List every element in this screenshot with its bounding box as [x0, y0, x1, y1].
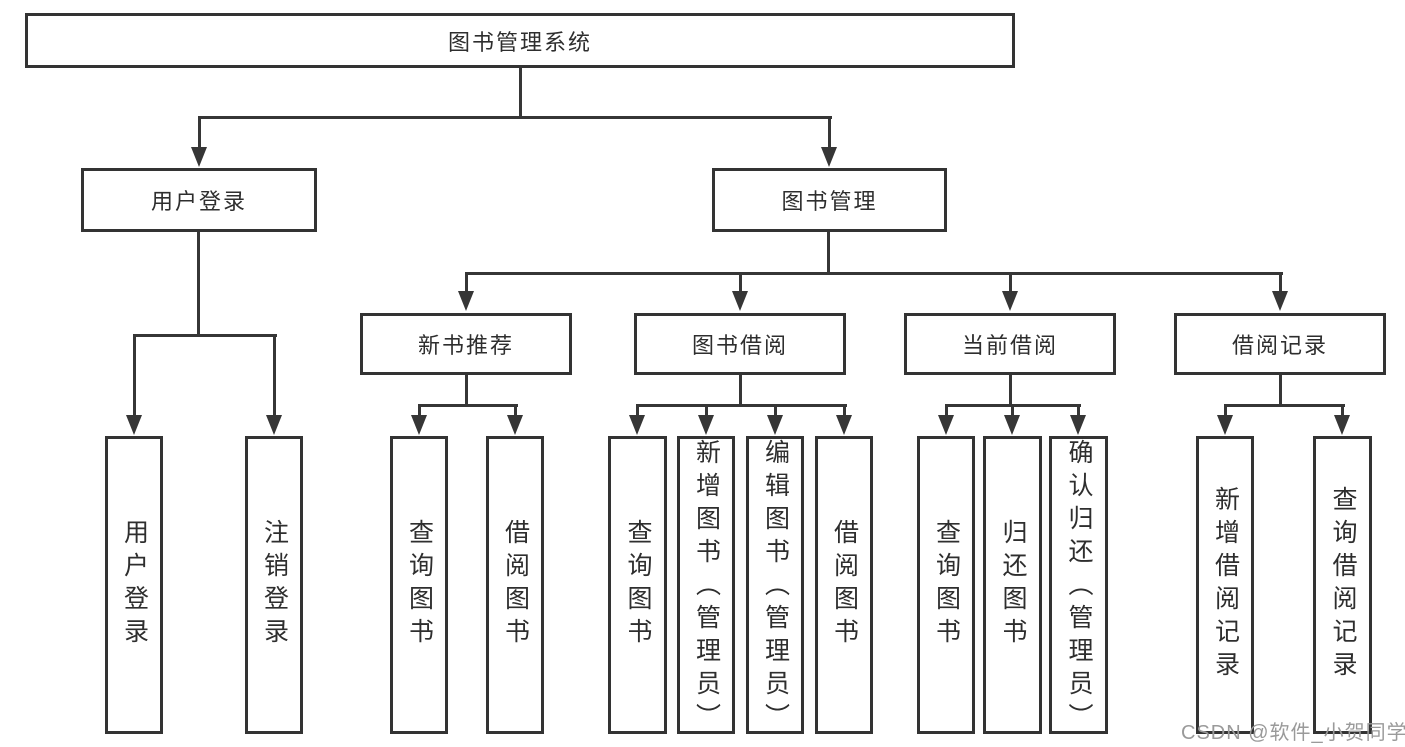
connector-drop — [1341, 404, 1344, 421]
connector-drop — [198, 116, 201, 153]
connector-drop — [273, 334, 276, 421]
leaf-user-login: 用户登录 — [105, 436, 163, 734]
arrowhead-down-icon — [266, 415, 282, 435]
leaf-query-borrow-record: 查询借阅记录 — [1313, 436, 1372, 734]
arrowhead-down-icon — [1272, 291, 1288, 311]
connector-drop — [418, 404, 421, 421]
connector-stem — [465, 375, 468, 407]
connector-bus — [134, 334, 277, 337]
leaf-query-books-borrow: 查询图书 — [608, 436, 667, 734]
arrowhead-down-icon — [126, 415, 142, 435]
node-user-login-branch: 用户登录 — [81, 168, 317, 232]
connector-drop — [843, 404, 846, 421]
arrowhead-down-icon — [821, 147, 837, 167]
connector-drop — [774, 404, 777, 421]
arrowhead-down-icon — [732, 291, 748, 311]
node-book-borrow: 图书借阅 — [634, 313, 846, 375]
arrowhead-down-icon — [411, 415, 427, 435]
connector-drop — [828, 116, 831, 153]
connector-bus — [637, 404, 847, 407]
arrowhead-down-icon — [629, 415, 645, 435]
connector-drop — [636, 404, 639, 421]
leaf-borrow-books-recommend: 借阅图书 — [486, 436, 544, 734]
node-current-borrow: 当前借阅 — [904, 313, 1116, 375]
connector-stem — [519, 67, 522, 119]
leaf-borrow-books: 借阅图书 — [815, 436, 873, 734]
arrowhead-down-icon — [1334, 415, 1350, 435]
connector-stem — [1009, 375, 1012, 407]
arrowhead-down-icon — [507, 415, 523, 435]
arrowhead-down-icon — [1002, 291, 1018, 311]
connector-drop — [705, 404, 708, 421]
watermark: CSDN @软件_小贺同学 — [1181, 722, 1405, 744]
connector-stem — [739, 375, 742, 407]
connector-drop — [465, 272, 468, 297]
connector-stem — [827, 232, 830, 275]
arrowhead-down-icon — [938, 415, 954, 435]
arrowhead-down-icon — [698, 415, 714, 435]
node-root-system: 图书管理系统 — [25, 13, 1015, 68]
arrowhead-down-icon — [1004, 415, 1020, 435]
arrowhead-down-icon — [191, 147, 207, 167]
leaf-query-books-recommend: 查询图书 — [390, 436, 448, 734]
connector-drop — [1009, 272, 1012, 297]
connector-drop — [739, 272, 742, 297]
connector-bus — [1225, 404, 1345, 407]
leaf-return-books: 归还图书 — [983, 436, 1042, 734]
connector-drop — [1011, 404, 1014, 421]
connector-drop — [133, 334, 136, 421]
node-new-book-recommend: 新书推荐 — [360, 313, 572, 375]
leaf-add-books-admin: 新增图书（管理员） — [677, 436, 735, 736]
connector-drop — [514, 404, 517, 421]
arrowhead-down-icon — [458, 291, 474, 311]
connector-stem — [197, 232, 200, 337]
leaf-logout: 注销登录 — [245, 436, 303, 734]
connector-stem — [1279, 375, 1282, 407]
leaf-edit-books-admin: 编辑图书（管理员） — [746, 436, 804, 736]
connector-bus — [466, 272, 1283, 275]
connector-drop — [945, 404, 948, 421]
connector-bus — [199, 116, 832, 119]
arrowhead-down-icon — [1217, 415, 1233, 435]
arrowhead-down-icon — [1070, 415, 1086, 435]
arrowhead-down-icon — [836, 415, 852, 435]
connector-bus — [419, 404, 518, 407]
node-borrow-records: 借阅记录 — [1174, 313, 1386, 375]
leaf-query-books-current: 查询图书 — [917, 436, 975, 734]
leaf-confirm-return-admin: 确认归还（管理员） — [1049, 436, 1108, 736]
arrowhead-down-icon — [767, 415, 783, 435]
connector-drop — [1077, 404, 1080, 421]
leaf-add-borrow-record: 新增借阅记录 — [1196, 436, 1254, 734]
connector-drop — [1224, 404, 1227, 421]
node-book-management-branch: 图书管理 — [712, 168, 947, 232]
connector-drop — [1279, 272, 1282, 297]
